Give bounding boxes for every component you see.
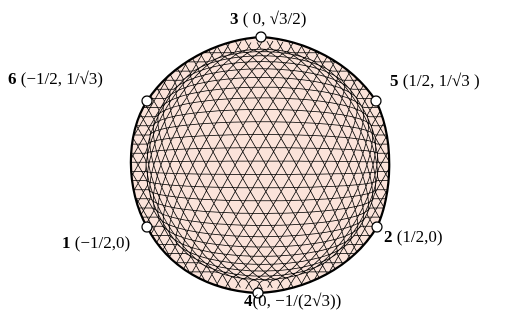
mesh-edge: [393, 251, 415, 290]
mesh-edge: [414, 41, 416, 45]
mesh-edge: [139, 41, 284, 290]
mesh-edge: [223, 39, 369, 291]
mesh-edge: [161, 40, 306, 289]
mesh-edge: [113, 286, 115, 290]
mesh-edge: [235, 40, 379, 289]
mesh-edge: [193, 39, 338, 288]
mesh-edge: [112, 40, 116, 47]
mesh-edge: [151, 41, 295, 290]
mesh-edge: [287, 66, 390, 290]
mesh-edge: [130, 39, 222, 231]
mesh-edge: [130, 40, 200, 193]
mesh-edge: [181, 42, 326, 291]
mesh-edge: [203, 40, 348, 289]
vertex-marker-1: [141, 221, 153, 233]
mesh-edge: [149, 39, 296, 291]
mesh-edge: [298, 41, 390, 244]
vertex-label-5: 5 (1/2, 1/√3 ): [390, 71, 480, 90]
mesh-edge: [182, 42, 327, 290]
mesh-edge: [318, 39, 390, 210]
mesh-edge: [404, 42, 416, 63]
mesh-edge: [130, 39, 148, 100]
mesh-edge: [308, 40, 390, 229]
mesh-edge: [130, 41, 210, 212]
mesh-edge: [277, 48, 390, 289]
vertex-marker-4: [252, 287, 264, 299]
mesh-edge: [297, 85, 390, 291]
vertex-marker-3: [255, 31, 267, 43]
vertex-marker-6: [141, 95, 153, 107]
vertex-label-2: 2 (1/2,0): [384, 227, 443, 246]
mesh-edge: [111, 41, 125, 66]
mesh-edge: [309, 104, 390, 289]
mesh-edge: [130, 248, 138, 291]
vertex-label-3: 3 ( 0, √3/2): [230, 9, 306, 28]
mesh-edge: [130, 41, 136, 85]
vertex-label-1: 1 (−1/2,0): [62, 233, 130, 252]
mesh-edge: [130, 102, 221, 290]
mesh-edge: [113, 267, 125, 288]
mesh-edge: [288, 42, 390, 262]
mesh-edge: [130, 120, 211, 291]
mesh-edge: [130, 139, 199, 289]
mesh-edge: [403, 269, 415, 290]
vertex-marker-2: [371, 221, 383, 233]
mesh-edge: [276, 40, 390, 281]
vertex-marker-5: [370, 95, 382, 107]
mesh-edge: [213, 42, 357, 290]
vertex-label-6: 6 (−1/2, 1/√3): [8, 69, 103, 88]
vertex-label-4: 4(0, −1/(2√3)): [244, 291, 341, 310]
mesh-edge: [171, 41, 316, 290]
mesh-edge: [319, 122, 390, 290]
